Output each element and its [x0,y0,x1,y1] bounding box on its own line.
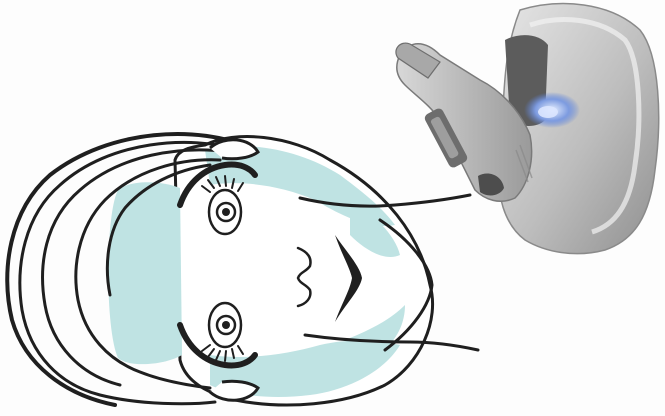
ear-lower [209,379,260,402]
treatment-zone-lower [210,340,400,397]
device-cable-port [478,173,504,196]
treatment-zone-forehead [108,182,182,365]
device-indicator-highlight [538,106,558,118]
face-illustration [5,132,480,407]
neck-line-upper [298,193,472,208]
eye-upper [201,175,244,236]
nose [296,246,312,308]
treatment-device [395,2,660,255]
neck-line-lower [303,333,480,352]
hair-outer [5,132,252,407]
device-control-inset [430,116,459,159]
eyebrow-upper [177,161,258,208]
device-engraving [515,144,533,183]
mouth [335,235,362,322]
eyebrow-lower [177,322,258,369]
jawline [378,218,434,352]
device-handpiece [395,43,533,202]
treatment-zone-cheek-right [350,200,400,258]
device-handpiece-tip [395,42,441,79]
device-base-rim [529,17,642,235]
eye-lower [201,301,244,362]
ear-upper [209,138,260,161]
hair [18,140,242,406]
